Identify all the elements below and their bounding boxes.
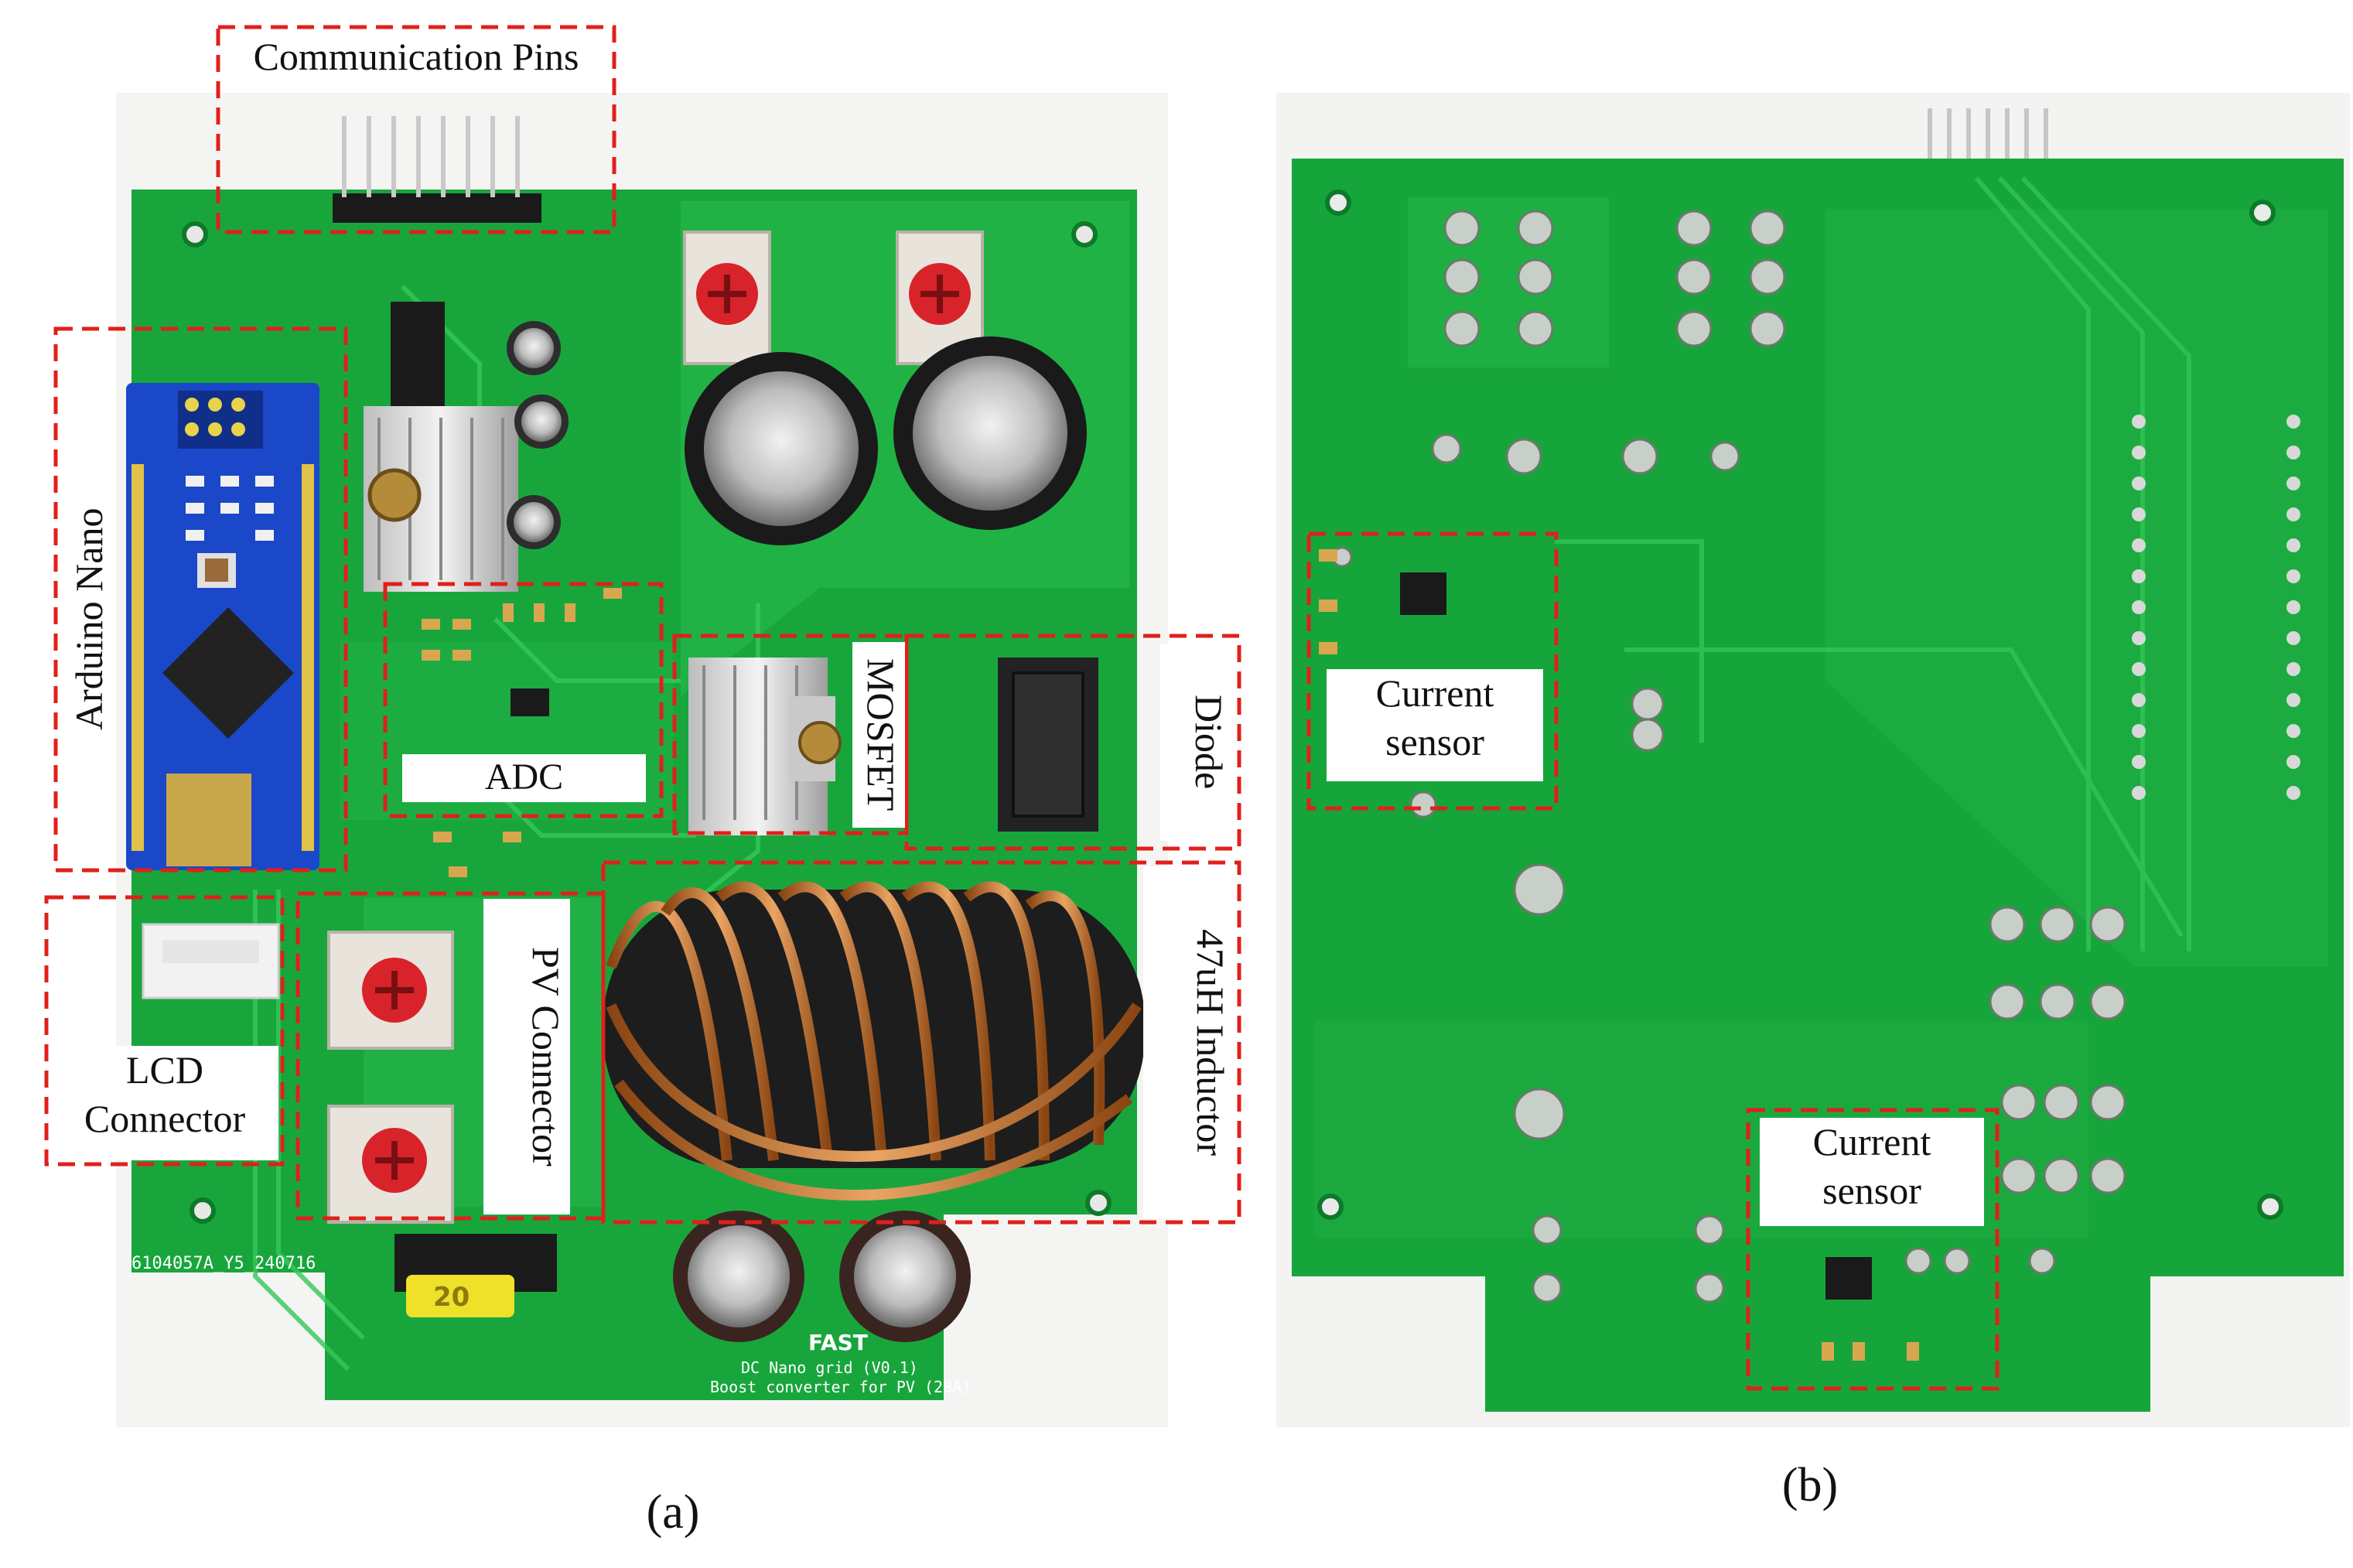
label-lcd-connector: LCD Connector (51, 1046, 278, 1160)
label-current-sensor-2-line2: sensor (1822, 1168, 1921, 1212)
panel-b-annotations (1306, 531, 2000, 1391)
label-inductor: 47uH Inductor (1143, 866, 1235, 1218)
label-current-sensor-1: Current sensor (1327, 669, 1543, 781)
silk-board-title: DC Nano grid (V0.1) (741, 1358, 918, 1377)
label-current-sensor-2-line1: Current (1812, 1120, 1931, 1163)
box-diode (904, 634, 1241, 851)
label-pv-connector: PV Connector (483, 899, 570, 1214)
box-arduino-nano (53, 326, 348, 873)
label-communication-pins: Communication Pins (253, 35, 579, 78)
silk-board-id: 6104057A_Y5_240716 (131, 1254, 316, 1273)
label-adc: ADC (402, 754, 646, 802)
label-lcd-connector-line2: Connector (84, 1096, 246, 1140)
box-inductor (601, 860, 1241, 1225)
label-arduino-nano: Arduino Nano (67, 507, 111, 730)
label-current-sensor-2: Current sensor (1760, 1118, 1984, 1226)
label-current-sensor-1-line1: Current (1375, 671, 1494, 715)
label-lcd-connector-line1: LCD (126, 1048, 203, 1091)
caption-a: (a) (646, 1486, 700, 1539)
box-lcd-connector (44, 895, 285, 1167)
silk-logo: FAST (808, 1330, 868, 1355)
box-current-sensor-1 (1306, 531, 1559, 811)
box-communication-pins (216, 25, 616, 234)
box-mosfet (672, 634, 909, 835)
box-adc (383, 582, 664, 818)
label-current-sensor-1-line2: sensor (1385, 719, 1484, 764)
silk-fuse-value: 20 (433, 1282, 470, 1313)
label-mosfet: MOSFET (852, 642, 905, 828)
caption-b: (b) (1781, 1459, 1839, 1512)
silk-board-subtitle: Boost converter for PV (20A) (710, 1378, 971, 1396)
label-diode: Diode (1160, 644, 1233, 841)
panel-a-annotations (44, 25, 1241, 1225)
